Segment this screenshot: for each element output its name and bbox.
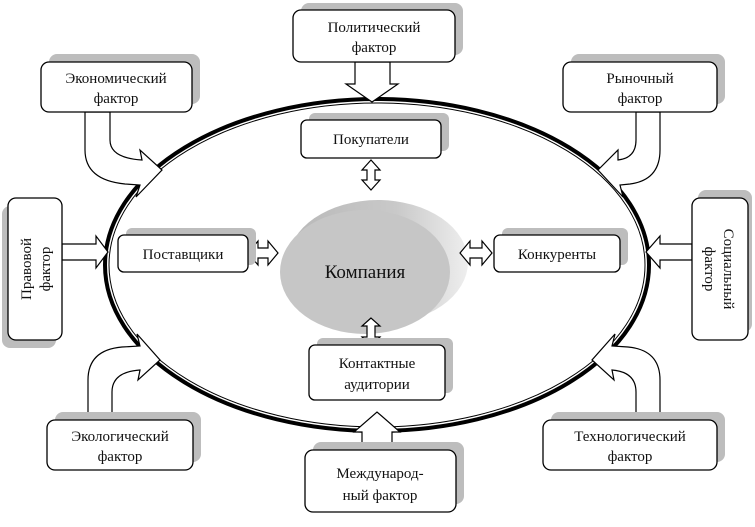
factor-legal-line1: Правовой: [19, 238, 35, 300]
factor-social-line1: Социальный: [720, 229, 736, 310]
factor-legal: Правовой фактор: [2, 197, 63, 348]
arrow-ecological: [87, 333, 161, 421]
factor-international: Международ- ный фактор: [304, 442, 464, 513]
factor-market: Рыночный фактор: [562, 54, 725, 113]
factor-political-line2: фактор: [352, 40, 397, 56]
factor-technological-line2: фактор: [608, 449, 653, 465]
node-suppliers: Поставщики: [117, 228, 256, 273]
factor-political-line1: Политический: [328, 20, 421, 36]
factor-international-line2: ный фактор: [343, 488, 418, 504]
node-competitors: Конкуренты: [493, 228, 628, 273]
factor-ecological-line2: фактор: [98, 449, 143, 465]
factor-ecological: Экологический фактор: [46, 412, 201, 471]
arrow-political: [344, 61, 400, 103]
factor-market-line2: фактор: [618, 91, 663, 107]
factor-market-line1: Рыночный: [606, 71, 673, 87]
factor-technological: Технологический фактор: [542, 412, 725, 471]
factor-economic-line1: Экономический: [65, 71, 166, 87]
node-audiences: Контактные аудитории: [308, 338, 453, 401]
double-arrow-buyers: [360, 159, 382, 191]
factor-economic-line2: фактор: [94, 91, 139, 107]
company-node: Компания: [280, 200, 468, 334]
factor-legal-line2: фактор: [38, 247, 54, 292]
competitors-label: Конкуренты: [518, 247, 596, 263]
arrow-market: [597, 111, 661, 198]
factor-political: Политический фактор: [292, 3, 463, 63]
arrow-social: [645, 234, 693, 270]
double-arrow-competitors: [459, 239, 493, 267]
factor-ecological-line1: Экологический: [71, 429, 168, 445]
company-label: Компания: [325, 262, 406, 283]
arrow-technological: [591, 333, 661, 421]
factor-technological-line1: Технологический: [574, 429, 686, 445]
arrow-economic: [84, 111, 163, 198]
audiences-line2: аудитории: [344, 377, 410, 393]
buyers-label: Покупатели: [333, 132, 409, 148]
factor-economic: Экономический фактор: [40, 54, 200, 113]
node-buyers: Покупатели: [300, 113, 449, 159]
factor-social-line2: фактор: [701, 247, 717, 292]
suppliers-label: Поставщики: [143, 247, 224, 263]
factor-social: Социальный фактор: [691, 190, 752, 341]
factor-international-line1: Международ-: [336, 466, 423, 482]
arrow-legal: [61, 234, 109, 270]
audiences-line1: Контактные: [339, 356, 416, 372]
